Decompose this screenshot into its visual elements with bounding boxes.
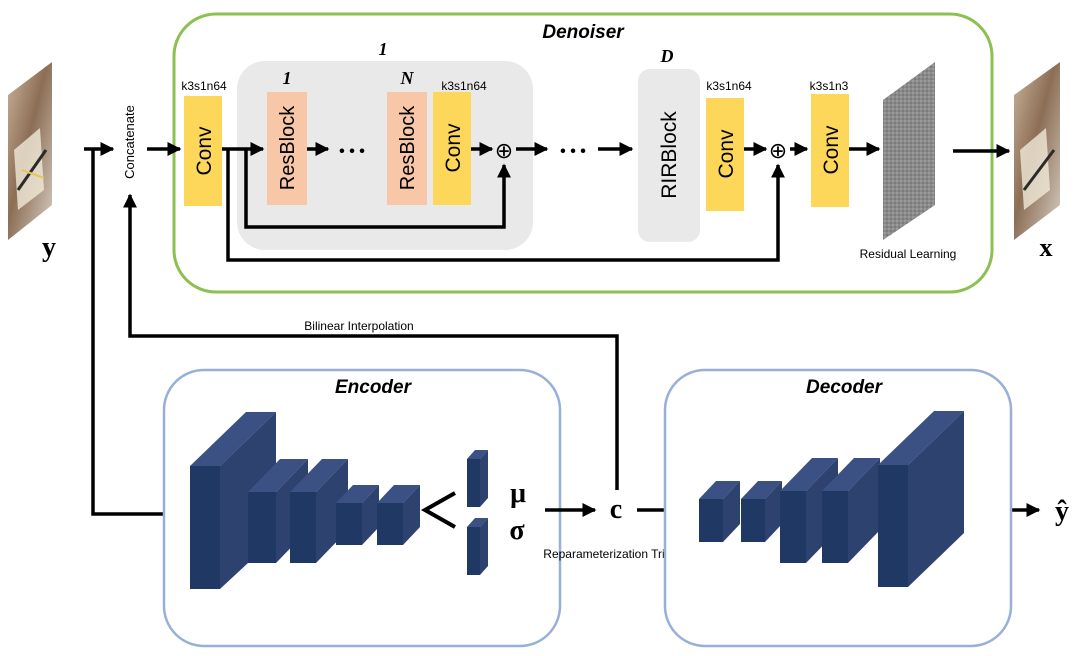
latent-c-label: c <box>610 494 622 525</box>
decoder-layer-5 <box>878 411 964 587</box>
group-ellipsis: • • • <box>560 143 586 160</box>
concatenate-label: Concatenate <box>122 105 137 179</box>
output-x-label: x <box>1040 233 1053 262</box>
reparameterization-label: Reparameterization Trick <box>543 547 677 561</box>
conv3-label: Conv <box>715 129 738 179</box>
conv4-label: Conv <box>820 125 843 175</box>
group-sum-symbol: ⊕ <box>495 138 513 163</box>
decoder-layer-2 <box>741 481 782 542</box>
output-yhat-label: ŷ <box>1055 496 1069 527</box>
sigma-label: σ <box>509 515 525 546</box>
decoder-title: Decoder <box>806 377 884 398</box>
residual-learning-label: Residual Learning <box>860 247 957 261</box>
conv4-spec: k3s1n3 <box>810 79 849 93</box>
output-image-x <box>1014 62 1060 240</box>
conv2-block <box>433 92 471 205</box>
decoder-layer-1 <box>699 481 740 542</box>
encoder-layer-3 <box>290 459 348 563</box>
group-index-label: 1 <box>379 39 388 59</box>
conv4-block <box>811 94 849 207</box>
residual-image <box>883 62 935 240</box>
conv2-label: Conv <box>442 123 465 173</box>
conv3-spec: k3s1n64 <box>706 79 752 93</box>
encoder-layer-5 <box>377 485 420 545</box>
input-image-y <box>8 62 52 240</box>
resblockN-index: N <box>400 68 415 88</box>
conv1-spec: k3s1n64 <box>181 79 227 93</box>
mu-label: μ <box>510 478 526 509</box>
rirblock-block <box>638 69 700 242</box>
resblock1-index: 1 <box>283 68 292 88</box>
decoder-layers <box>699 411 964 587</box>
rirblock-label: RIRBlock <box>658 111 681 199</box>
decoder-layer-4 <box>822 458 880 563</box>
resblock1-label: ResBlock <box>277 105 299 190</box>
encoder-layers <box>190 412 488 589</box>
resblockN-block <box>387 92 427 205</box>
denoiser-title: Denoiser <box>542 22 625 43</box>
bilinear-label: Bilinear Interpolation <box>304 319 413 333</box>
resblock-ellipsis: • • • <box>339 143 365 160</box>
conv1-label: Conv <box>193 126 216 176</box>
sigma-slab <box>467 518 488 575</box>
input-y-label: y <box>42 232 56 263</box>
conv1-block <box>184 96 222 206</box>
encoder-layer-4 <box>336 485 379 545</box>
resblockN-label: ResBlock <box>397 105 419 190</box>
resblock1-block <box>267 92 307 205</box>
global-sum-symbol: ⊕ <box>769 138 787 163</box>
conv2-spec: k3s1n64 <box>441 79 487 93</box>
mu-slab <box>467 450 488 507</box>
conv3-block <box>706 98 744 211</box>
denoiser-connections <box>84 142 1011 521</box>
encoder-title: Encoder <box>335 377 413 398</box>
rirblock-index: D <box>660 46 674 66</box>
